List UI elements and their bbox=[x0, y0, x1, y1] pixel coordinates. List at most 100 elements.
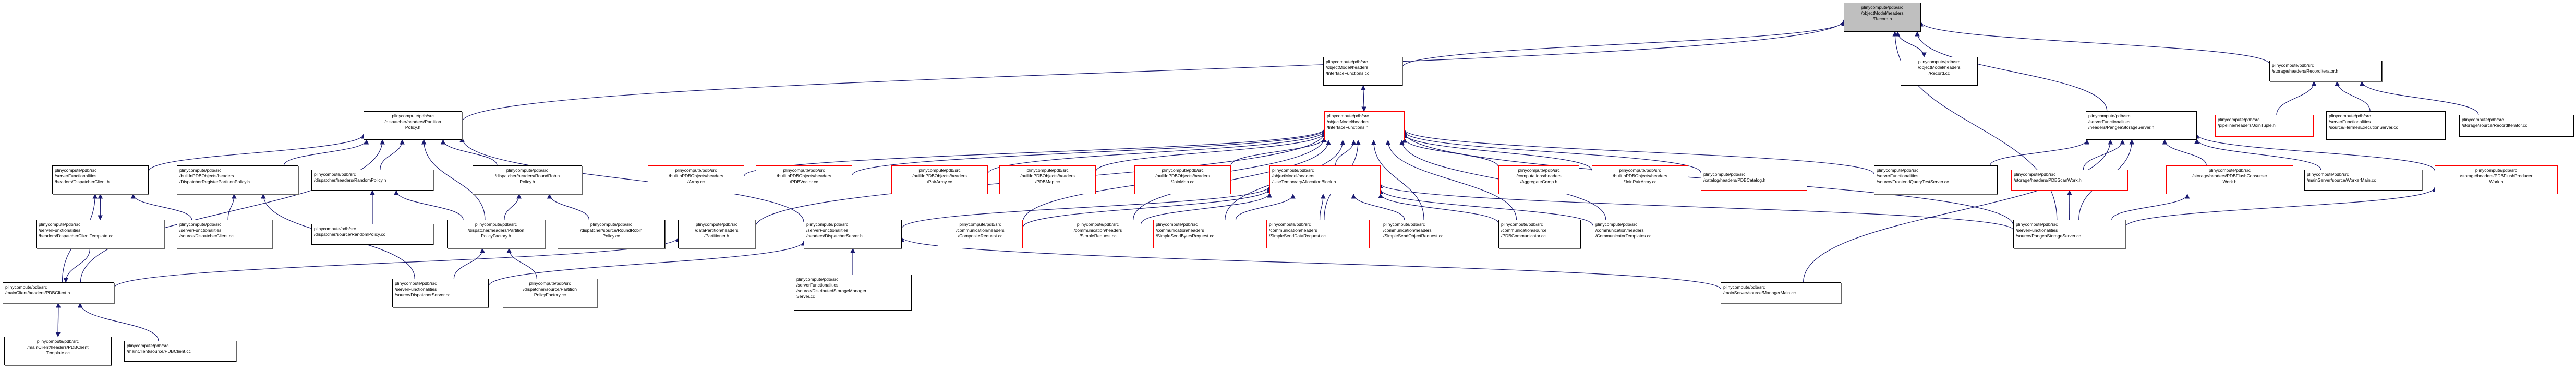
node-label-line: plinycompute/pdb/src bbox=[2218, 117, 2260, 122]
edge-pdbflushconsumerwork-h-to-pangeastorageserver-h bbox=[2162, 139, 2207, 166]
node-label-line: /source/DispatcherServer.cc bbox=[395, 292, 451, 297]
node-label-line: plinycompute/pdb/src bbox=[695, 222, 738, 227]
node-dispatcherserver-cc[interactable]: plinycompute/pdb/src/serverFunctionaliti… bbox=[392, 279, 489, 307]
edge-frontendquerytestserver-cc-to-interfacefunctions-h bbox=[1402, 129, 1874, 174]
node-label-line: /mainClient/source/PDBClient.cc bbox=[127, 349, 191, 354]
node-label-line: /mainServer/source/WorkerMain.cc bbox=[2307, 177, 2376, 183]
node-interfacefunctions-h[interactable]: plinycompute/pdb/src/objectModel/headers… bbox=[1324, 111, 1405, 140]
node-roundrobinpolicy-h[interactable]: plinycompute/pdb/src/dispatcher/headers/… bbox=[473, 165, 582, 194]
node-distributedstoragemanagerserver-cc[interactable]: plinycompute/pdb/src/serverFunctionaliti… bbox=[794, 275, 912, 311]
node-pdbflushconsumerwork-h[interactable]: plinycompute/pdb/src/storage/headers/PDB… bbox=[2166, 165, 2293, 194]
node-dispatcherclient-h[interactable]: plinycompute/pdb/src/serverFunctionaliti… bbox=[52, 165, 149, 194]
node-compositerequest-cc[interactable]: plinycompute/pdb/src/communication/heade… bbox=[938, 220, 1023, 248]
node-label-line: /PDBVector.cc bbox=[790, 179, 818, 184]
edge-pdbflushproducerwork-h-to-pangeastorageserver-h bbox=[2194, 133, 2435, 171]
node-partitionpolicyfactory-cc[interactable]: plinycompute/pdb/src/dispatcher/source/P… bbox=[503, 279, 597, 307]
node-label-line: /InterfaceFunctions.cc bbox=[1326, 70, 1370, 76]
node-label-line: plinycompute/pdb/src bbox=[2014, 172, 2056, 177]
node-label-line: /serverFunctionalities bbox=[796, 282, 839, 288]
node-label-line: /headers/DispatcherClient.h bbox=[55, 179, 110, 184]
node-label-line: plinycompute/pdb/src bbox=[127, 343, 169, 348]
node-usetemporaryallocationblock-h[interactable]: plinycompute/pdb/src/objectModel/headers… bbox=[1269, 165, 1381, 194]
node-label-line: plinycompute/pdb/src bbox=[806, 222, 849, 227]
node-managermain-cc[interactable]: plinycompute/pdb/src/mainServer/source/M… bbox=[1721, 282, 1841, 303]
node-label-line: /dispatcher/source/Partition bbox=[523, 287, 577, 292]
edge-simplesendobjectrequest-cc-to-interfacefunctions-h bbox=[1371, 140, 1424, 220]
node-simplesendobjectrequest-cc[interactable]: plinycompute/pdb/src/communication/heade… bbox=[1381, 220, 1485, 248]
node-hermesexecutionserver-cc[interactable]: plinycompute/pdb/src/serverFunctionaliti… bbox=[2326, 111, 2446, 140]
node-recorditerator-cc[interactable]: plinycompute/pdb/src/storage/source/Reco… bbox=[2459, 115, 2574, 137]
edge-usetemporaryallocationblock-h-to-interfacefunctions-h bbox=[1335, 140, 1357, 166]
node-label-line: plinycompute/pdb/src bbox=[2016, 222, 2058, 227]
node-jointuple-h[interactable]: plinycompute/pdb/src/pipeline/headers/Jo… bbox=[2215, 115, 2314, 137]
node-label-line: Policy.cc bbox=[602, 233, 620, 239]
node-pairarray-cc[interactable]: plinycompute/pdb/src/builtInPDBObjects/h… bbox=[891, 165, 988, 194]
edge-compositerequest-cc-to-usetemporaryallocationblock-h bbox=[1022, 188, 1272, 228]
node-frontendquerytestserver-cc[interactable]: plinycompute/pdb/src/serverFunctionaliti… bbox=[1874, 165, 1998, 194]
node-simplesenddatarequest-cc[interactable]: plinycompute/pdb/src/communication/heade… bbox=[1266, 220, 1370, 248]
edge-joinpairarray-cc-to-interfacefunctions-h bbox=[1402, 133, 1592, 171]
node-label-line: plinycompute/pdb/src bbox=[1077, 222, 1119, 227]
node-joinmap-cc[interactable]: plinycompute/pdb/src/builtInPDBObjects/h… bbox=[1134, 165, 1231, 194]
node-label-line: plinycompute/pdb/src bbox=[1619, 168, 1661, 173]
node-label-line: plinycompute/pdb/src bbox=[2088, 113, 2131, 118]
node-label-line: Policy.h bbox=[519, 179, 535, 184]
edge-pdbclient-cc-to-pdbclient-h bbox=[77, 303, 159, 341]
node-label-line: /Partitioner.h bbox=[704, 233, 729, 239]
node-randompolicy-cc[interactable]: plinycompute/pdb/src/dispatcher/source/R… bbox=[311, 224, 433, 245]
node-array-cc[interactable]: plinycompute/pdb/src/builtInPDBObjects/h… bbox=[648, 165, 744, 194]
node-pangeastorageserver-cc[interactable]: plinycompute/pdb/src/serverFunctionaliti… bbox=[2013, 220, 2125, 248]
node-partitioner-h[interactable]: plinycompute/pdb/src/dataPartition/heade… bbox=[678, 220, 755, 248]
node-record-h[interactable]: plinycompute/pdb/src/objectModel/headers… bbox=[1844, 3, 1921, 32]
node-aggregatecomp-h[interactable]: plinycompute/pdb/src/computations/header… bbox=[1498, 165, 1579, 194]
node-roundrobinpolicy-cc[interactable]: plinycompute/pdb/src/dispatcher/source/R… bbox=[558, 220, 665, 248]
node-randompolicy-h[interactable]: plinycompute/pdb/src/dispatcher/headers/… bbox=[311, 170, 433, 191]
node-label-line: /UseTemporaryAllocationBlock.h bbox=[1272, 179, 1336, 184]
node-label-line: /storage/headers/RecordIterator.h bbox=[2272, 68, 2339, 74]
node-pdbclient-cc[interactable]: plinycompute/pdb/src/mainClient/source/P… bbox=[124, 341, 236, 362]
node-label-line: /CompositeRequest.cc bbox=[958, 233, 1003, 239]
node-simplesendbytesrequest-cc[interactable]: plinycompute/pdb/src/communication/heade… bbox=[1153, 220, 1254, 248]
node-interfacefunctions-cc[interactable]: plinycompute/pdb/src/objectModel/headers… bbox=[1323, 57, 1402, 86]
node-workermain-cc[interactable]: plinycompute/pdb/src/mainServer/source/W… bbox=[2304, 170, 2422, 191]
node-label-line: plinycompute/pdb/src bbox=[314, 172, 356, 177]
node-label-line: /mainClient/headers/PDBClient bbox=[27, 344, 89, 350]
node-label-line: /catalog/headers/PDBCatalog.h bbox=[1703, 177, 1766, 183]
node-label-line: /PDBCommunicator.cc bbox=[1501, 233, 1546, 239]
node-label-line: /dispatcher/headers/Partition bbox=[384, 119, 441, 124]
node-joinpairarray-cc[interactable]: plinycompute/pdb/src/builtInPDBObjects/h… bbox=[1592, 165, 1688, 194]
node-partitionpolicy-h[interactable]: plinycompute/pdb/src/dispatcher/headers/… bbox=[364, 111, 462, 140]
edge-hermesexecutionserver-cc-to-recorditerator-h bbox=[2335, 81, 2371, 112]
node-label-line: plinycompute/pdb/src bbox=[2329, 113, 2371, 118]
node-label-line: /communication/headers bbox=[956, 228, 1005, 233]
node-label-line: /headers/PangeaStorageServer.h bbox=[2088, 125, 2155, 130]
node-pdbflushproducerwork-h[interactable]: plinycompute/pdb/src/storage/headers/PDB… bbox=[2435, 165, 2558, 194]
node-label-line: /storage/source/RecordIterator.cc bbox=[2462, 123, 2527, 128]
node-label-line: /serverFunctionalities bbox=[39, 228, 81, 233]
node-pangeastorageserver-h[interactable]: plinycompute/pdb/src/serverFunctionaliti… bbox=[2086, 111, 2197, 140]
node-communicatortemplates-cc[interactable]: plinycompute/pdb/src/communication/heade… bbox=[1593, 220, 1692, 248]
node-pdbcommunicator-cc[interactable]: plinycompute/pdb/src/communication/sourc… bbox=[1498, 220, 1581, 248]
node-pdbclient-h[interactable]: plinycompute/pdb/src/mainClient/headers/… bbox=[3, 282, 114, 303]
node-label-line: /SimpleRequest.cc bbox=[1079, 233, 1117, 239]
node-dispatcherclienttemplate-cc[interactable]: plinycompute/pdb/src/serverFunctionaliti… bbox=[36, 220, 164, 248]
node-dispatcherclient-cc[interactable]: plinycompute/pdb/src/serverFunctionaliti… bbox=[177, 220, 272, 248]
node-pdbvector-cc[interactable]: plinycompute/pdb/src/builtInPDBObjects/h… bbox=[756, 165, 852, 194]
node-recorditerator-h[interactable]: plinycompute/pdb/src/storage/headers/Rec… bbox=[2269, 61, 2382, 81]
node-record-cc[interactable]: plinycompute/pdb/src/objectModel/headers… bbox=[1901, 57, 1978, 86]
node-pdbscanwork-h[interactable]: plinycompute/pdb/src/storage/headers/PDB… bbox=[2011, 170, 2128, 191]
node-label-line: plinycompute/pdb/src bbox=[1501, 222, 1543, 227]
node-partitionpolicyfactory-h[interactable]: plinycompute/pdb/src/dispatcher/headers/… bbox=[447, 220, 545, 248]
node-label-line: /objectModel/headers bbox=[1861, 10, 1904, 16]
node-dispatcherserver-h[interactable]: plinycompute/pdb/src/serverFunctionaliti… bbox=[804, 220, 902, 248]
node-label-line: /Record.cc bbox=[1928, 70, 1950, 76]
edge-frontendquerytestserver-cc-to-pangeastorageserver-h bbox=[1990, 139, 2090, 166]
node-dispatcherregisterpartitionpolicy-h[interactable]: plinycompute/pdb/src/builtInPDBObjects/h… bbox=[177, 165, 298, 194]
node-pdbcatalog-h[interactable]: plinycompute/pdb/src/catalog/headers/PDB… bbox=[1701, 170, 1807, 191]
edge-roundrobinpolicy-h-to-partitionpolicy-h bbox=[440, 139, 498, 166]
node-label-line: /builtInPDBObjects/headers bbox=[669, 173, 723, 178]
node-pdbclienttemplate-cc[interactable]: plinycompute/pdb/src/mainClient/headers/… bbox=[4, 337, 112, 365]
node-label-line: plinycompute/pdb/src bbox=[1723, 284, 1765, 290]
node-pdbmap-cc[interactable]: plinycompute/pdb/src/builtInPDBObjects/h… bbox=[999, 165, 1096, 194]
node-simplerequest-cc[interactable]: plinycompute/pdb/src/communication/heade… bbox=[1055, 220, 1141, 248]
